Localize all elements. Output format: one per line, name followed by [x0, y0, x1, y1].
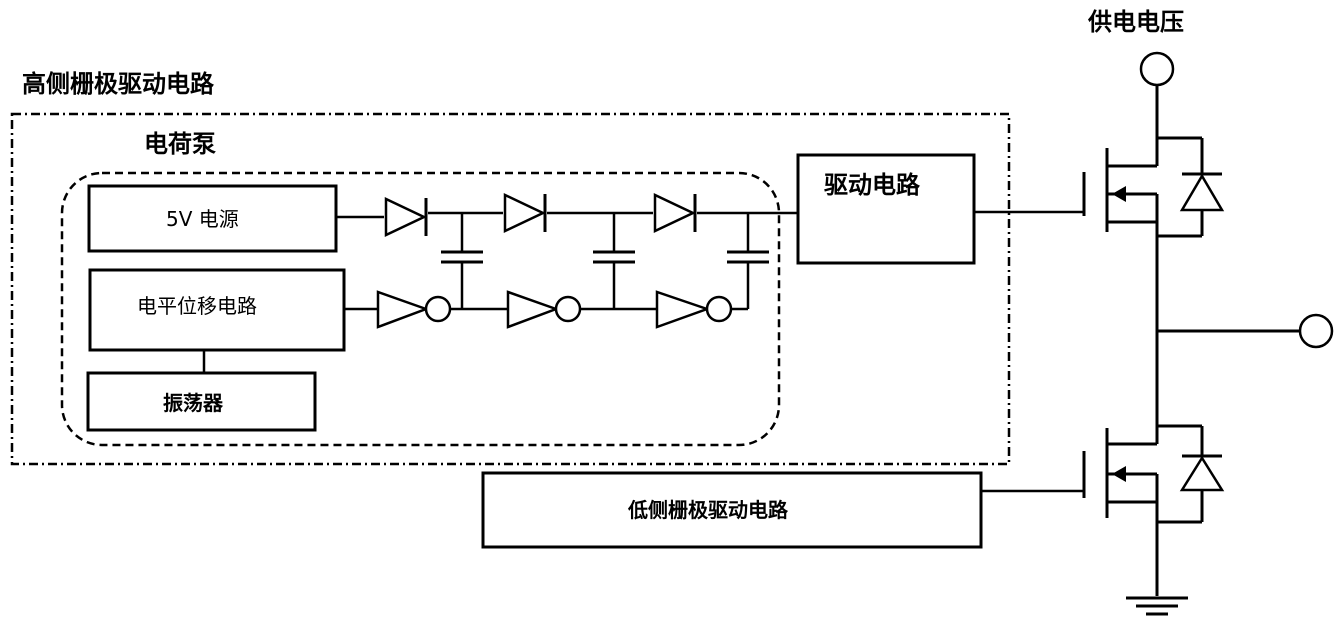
- charge-pump-title: 电荷泵: [144, 130, 216, 158]
- oscillator-label: 振荡器: [163, 391, 224, 415]
- inverter-3: [655, 290, 733, 329]
- low-side-mosfet: [1082, 340, 1225, 596]
- level-shift-block: 电平位移电路: [88, 268, 346, 352]
- low-side-driver-block: 低侧栅极驱动电路: [481, 471, 983, 549]
- supply-voltage-label: 供电电压: [1087, 8, 1184, 36]
- power-5v-label: 5V 电源: [166, 207, 239, 231]
- diode-2: [503, 193, 547, 233]
- supply-terminal: [1139, 51, 1175, 87]
- capacitor-3: [727, 213, 769, 309]
- level-shift-label: 电平位移电路: [137, 294, 257, 318]
- capacitor-2: [593, 213, 635, 309]
- diode-3: [653, 193, 697, 233]
- inverter-1: [376, 290, 452, 329]
- driver-circuit-block: 驱动电路: [796, 153, 976, 265]
- high-side-driver-boundary: [10, 112, 1011, 466]
- low-side-driver-label: 低侧栅极驱动电路: [627, 498, 789, 522]
- inverter-2: [506, 290, 582, 329]
- charge-pump-boundary: [60, 171, 781, 447]
- high-side-driver-title: 高侧栅极驱动电路: [22, 70, 215, 98]
- capacitor-1: [441, 213, 483, 309]
- power-5v-block: 5V 电源: [87, 184, 338, 253]
- output-terminal: [1298, 313, 1334, 349]
- high-side-mosfet: [1082, 136, 1225, 340]
- ground-icon: [1126, 596, 1188, 616]
- oscillator-block: 振荡器: [86, 371, 317, 432]
- diode-1: [384, 197, 428, 237]
- driver-circuit-label: 驱动电路: [824, 171, 921, 199]
